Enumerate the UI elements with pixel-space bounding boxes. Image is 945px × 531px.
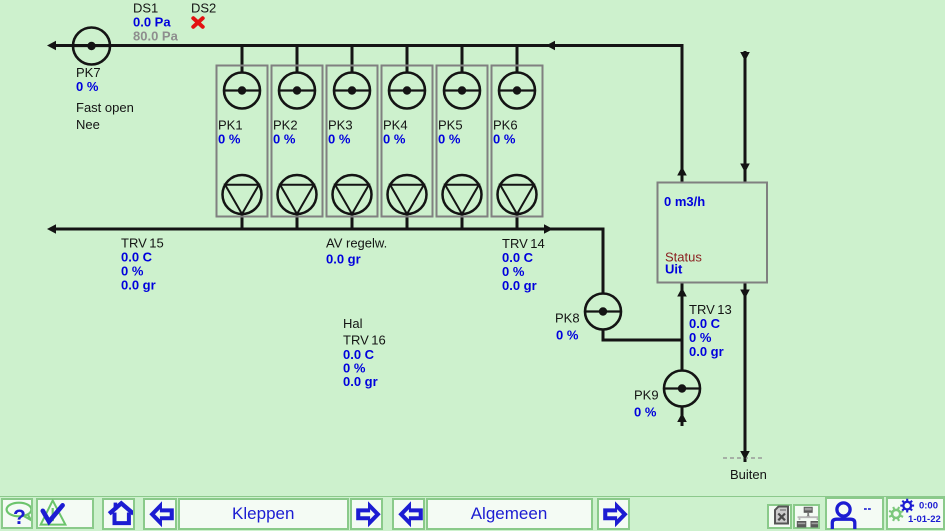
svg-text:Nee: Nee [76,117,100,132]
svg-text:0 %: 0 % [343,361,366,376]
svg-text:AV regelw.: AV regelw. [326,236,387,251]
svg-text:Uit: Uit [665,262,683,277]
svg-text:PK9: PK9 [634,388,659,403]
svg-text:Buiten: Buiten [730,467,767,482]
svg-text:0.0 C: 0.0 C [121,250,153,265]
svg-text:0.0 C: 0.0 C [343,347,375,362]
svg-text:0 m3/h: 0 m3/h [664,194,705,209]
svg-text:0.0 gr: 0.0 gr [343,374,378,389]
svg-text:0 %: 0 % [383,132,406,147]
svg-text:DS1: DS1 [133,1,158,16]
svg-text:0 %: 0 % [502,264,525,279]
svg-text:PK2: PK2 [273,118,298,133]
svg-text:0.0 C: 0.0 C [502,250,534,265]
svg-text:Hal: Hal [343,316,363,331]
svg-text:0 %: 0 % [273,132,296,147]
svg-text:0 %: 0 % [556,328,579,343]
svg-text:0 %: 0 % [121,264,144,279]
svg-text:0.0 gr: 0.0 gr [121,278,156,293]
svg-text:1-01-22: 1-01-22 [908,514,941,525]
svg-text:0.0 gr: 0.0 gr [502,278,537,293]
svg-text:0 %: 0 % [328,132,351,147]
svg-text:0 %: 0 % [493,132,516,147]
svg-text:PK3: PK3 [328,118,353,133]
svg-text:DS2: DS2 [191,1,216,16]
svg-text:PK7: PK7 [76,65,101,80]
svg-text:PK5: PK5 [438,118,463,133]
svg-text:0.0 Pa: 0.0 Pa [133,15,171,30]
svg-text:PK1: PK1 [218,118,243,133]
svg-text:0 %: 0 % [218,132,241,147]
svg-text:0.0 C: 0.0 C [689,316,721,331]
svg-text:0.0 gr: 0.0 gr [326,252,361,267]
svg-text:Status: Status [665,250,702,265]
svg-text:0:00: 0:00 [918,500,937,511]
svg-text:PK8: PK8 [555,311,580,326]
svg-text:80.0 Pa: 80.0 Pa [133,29,179,44]
svg-text:0.0 gr: 0.0 gr [689,344,724,359]
svg-text:Fast open: Fast open [76,100,134,115]
svg-text:0 %: 0 % [438,132,461,147]
svg-text:0 %: 0 % [76,79,99,94]
svg-text:PK4: PK4 [383,118,408,133]
svg-text:PK6: PK6 [493,118,518,133]
svg-text:0 %: 0 % [689,330,712,345]
svg-text:?: ? [13,506,26,528]
svg-text:0 %: 0 % [634,405,657,420]
